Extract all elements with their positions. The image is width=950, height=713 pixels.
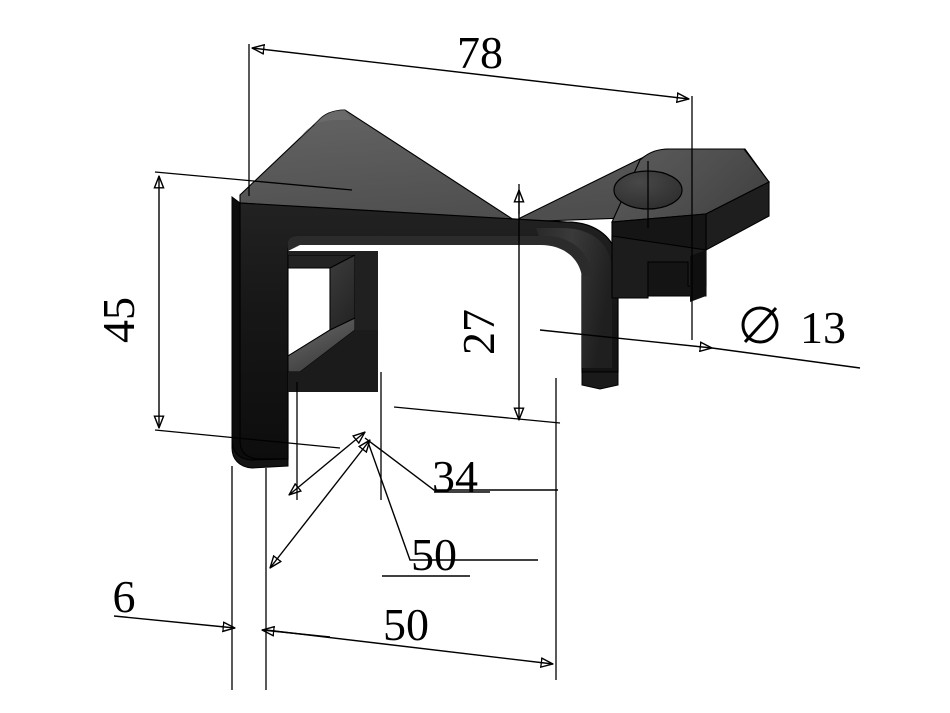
dim-line-50-bottom xyxy=(265,629,553,664)
dimension-27: 27 xyxy=(393,184,561,424)
bracket-part xyxy=(231,109,770,469)
dim-line-50-diag xyxy=(270,440,370,568)
plate-corner-highlight xyxy=(300,110,352,138)
ext-line-27-bottom xyxy=(393,406,561,424)
dim-value-45: 45 xyxy=(93,297,144,343)
dim-line-78 xyxy=(252,48,689,99)
rear-tab-right-edge xyxy=(690,250,706,302)
dimension-50-bottom: 50 xyxy=(265,378,557,680)
dim-value-34: 34 xyxy=(432,451,478,502)
dimension-6: 6 xyxy=(113,466,331,690)
dimension-78: 78 xyxy=(248,27,693,340)
dim-value-6: 6 xyxy=(113,571,136,622)
dim-value-50-bottom: 50 xyxy=(383,599,429,650)
leader-tail-d13 xyxy=(711,347,861,369)
dim-line-6-left xyxy=(113,615,235,628)
right-leg-bottom xyxy=(581,371,619,390)
elbow-highlight xyxy=(536,228,612,368)
leader-50-diag xyxy=(367,441,538,561)
slot-lower-shadow xyxy=(288,330,378,392)
inner-upper-surface xyxy=(288,236,592,276)
dim-line-34 xyxy=(289,432,365,495)
dim-value-78: 78 xyxy=(457,27,503,78)
ext-line-45-top xyxy=(154,171,353,191)
dimension-hole-diameter: 13 xyxy=(539,161,861,369)
leader-34 xyxy=(364,437,558,491)
dim-value-13: 13 xyxy=(800,302,846,353)
part-right-leg xyxy=(581,371,619,390)
inner-web-surface xyxy=(288,251,378,330)
dim-value-50-diagonal: 50 xyxy=(411,529,457,580)
dim-value-27: 27 xyxy=(453,309,504,355)
leader-line-d13 xyxy=(539,329,712,348)
slot-inner-right xyxy=(329,254,356,331)
diameter-symbol-icon xyxy=(741,306,779,344)
dimension-50-diagonal: 50 xyxy=(270,440,538,580)
